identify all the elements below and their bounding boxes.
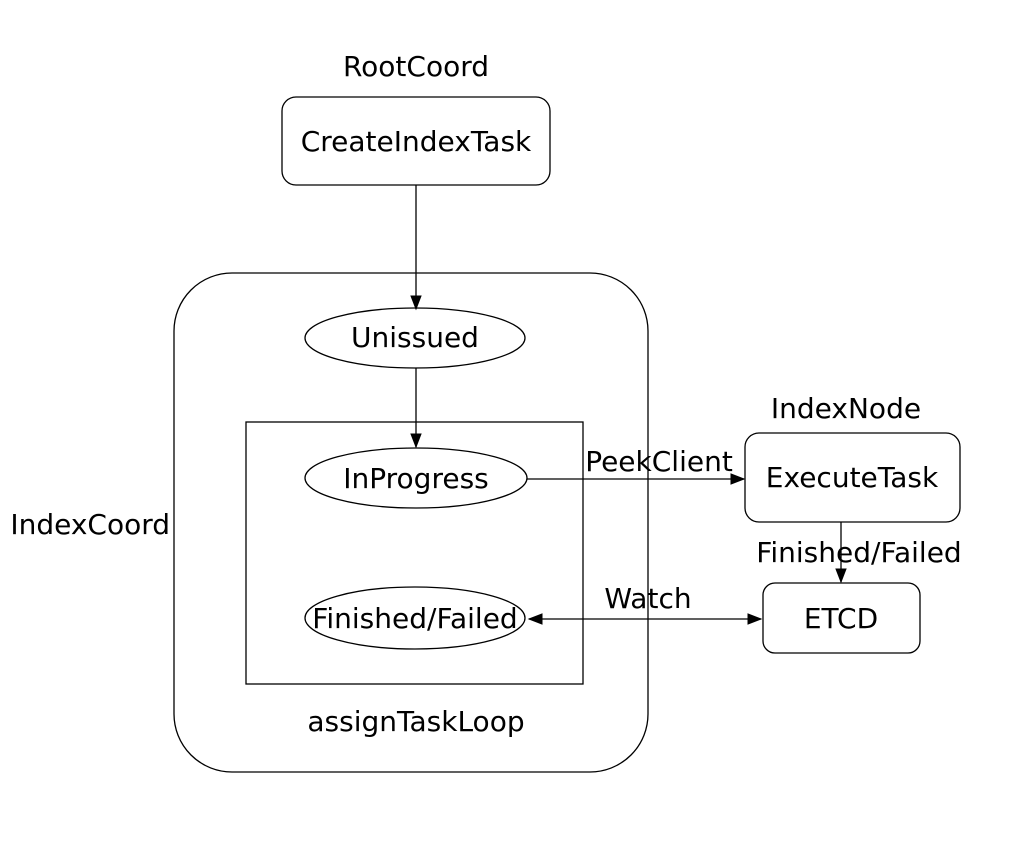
finished-failed-state-node — [304, 586, 526, 650]
finished-failed-state-label: Finished/Failed — [312, 602, 517, 635]
watch-edge-label: Watch — [604, 582, 691, 615]
peek-client-edge-label: PeekClient — [585, 445, 733, 478]
unissued-state-label: Unissued — [351, 321, 479, 354]
index-coord-label: IndexCoord — [10, 508, 170, 541]
assign-task-loop-label: assignTaskLoop — [307, 705, 524, 738]
create-index-task-label: CreateIndexTask — [301, 125, 532, 158]
etcd-label: ETCD — [804, 602, 878, 635]
finished-failed-edge-label: Finished/Failed — [756, 536, 961, 569]
root-coord-label: RootCoord — [343, 50, 489, 83]
in-progress-state-label: InProgress — [343, 462, 489, 495]
index-node-label: IndexNode — [771, 392, 921, 425]
execute-task-label: ExecuteTask — [766, 461, 939, 494]
